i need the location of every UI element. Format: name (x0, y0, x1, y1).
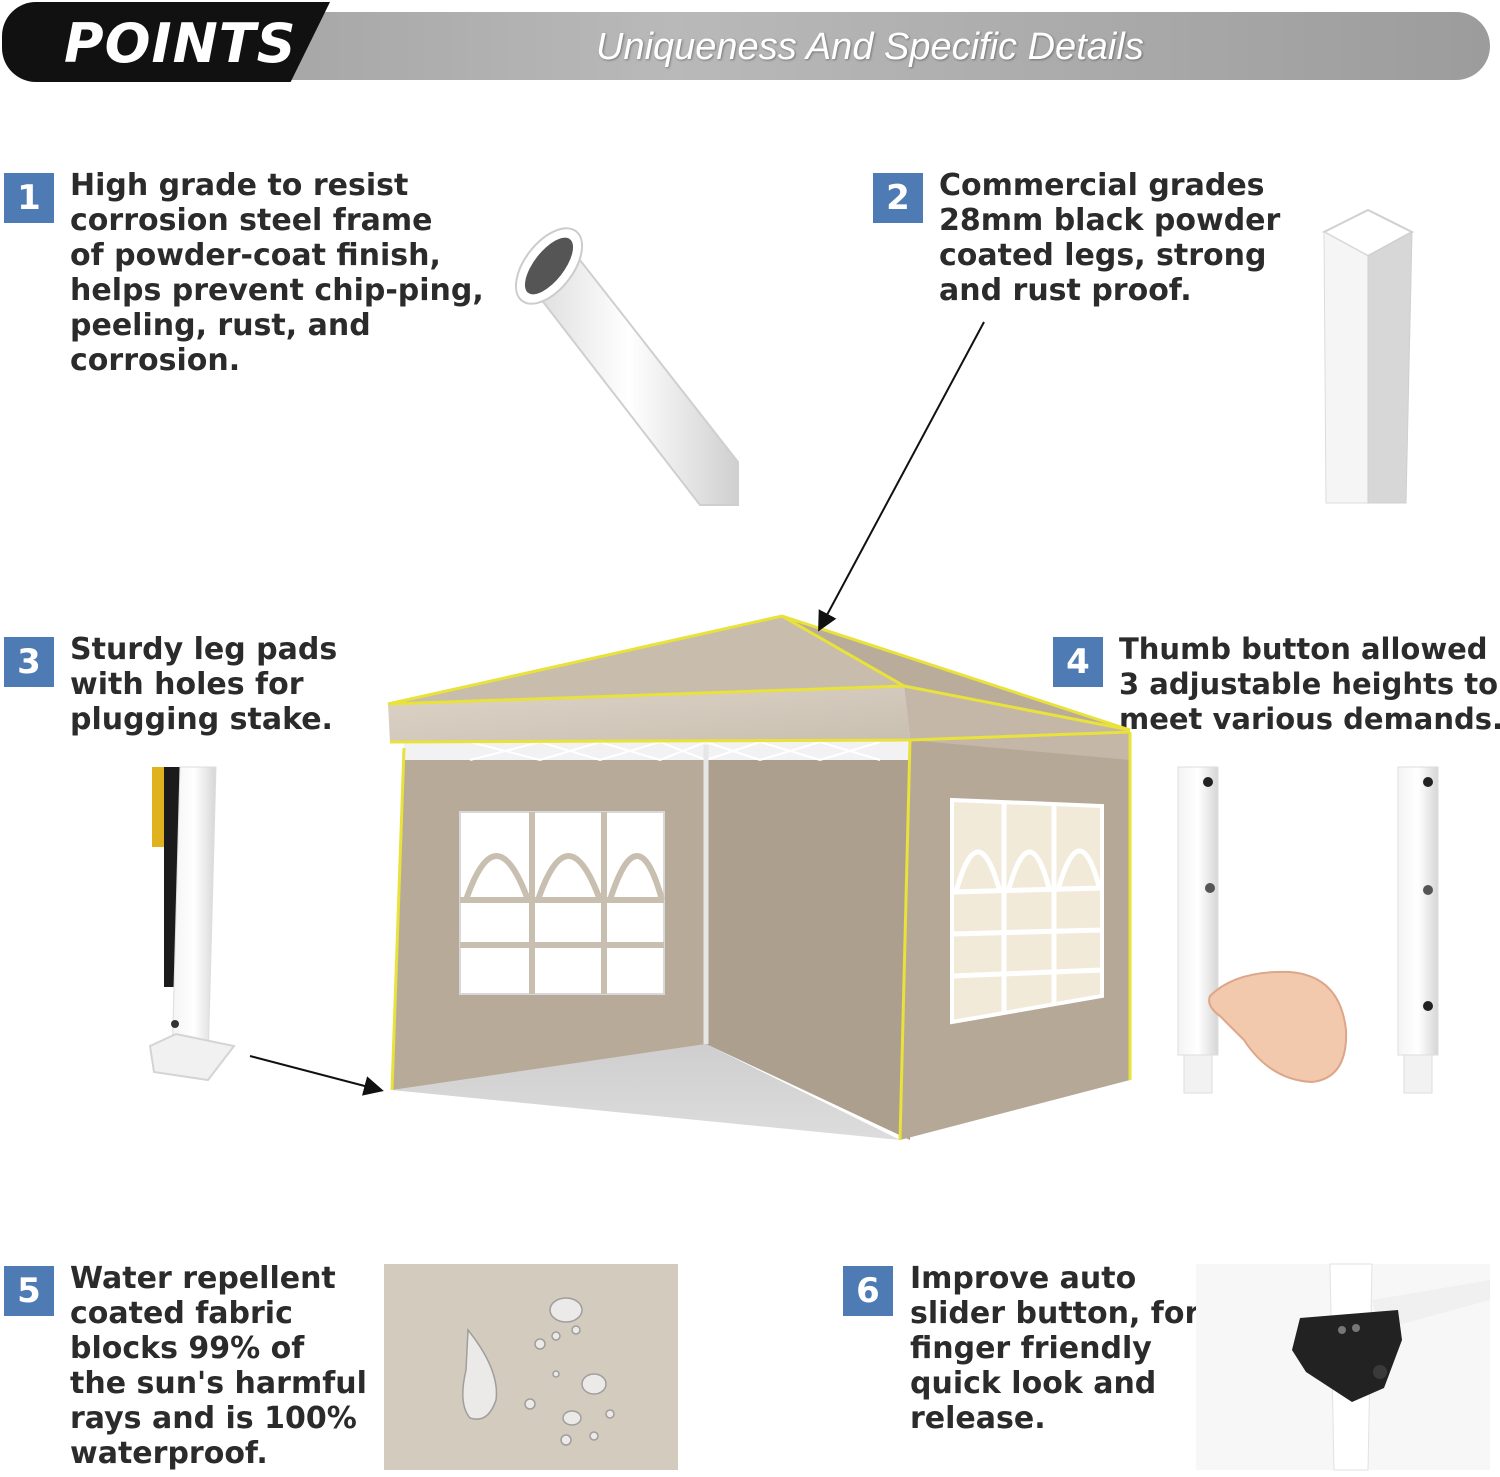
pointer-arrows (249, 321, 985, 1096)
slider-button-image (1196, 1263, 1490, 1471)
feature-3-badge: 3 (4, 637, 54, 687)
feature-4-badge: 4 (1053, 637, 1103, 687)
leg-pad-image (148, 766, 236, 1082)
feature-2-badge: 2 (873, 173, 923, 223)
adjustable-legs-image (1177, 766, 1439, 1094)
feature-1-badge: 1 (4, 173, 54, 223)
tent-image (387, 614, 1132, 1141)
header-tab-label: POINTS (64, 12, 297, 75)
feature-5-badge: 5 (4, 1266, 54, 1316)
fabric-swatch-image (384, 1264, 678, 1470)
header-subtitle: Uniqueness And Specific Details (596, 26, 1144, 68)
feature-6-badge: 6 (843, 1266, 893, 1316)
header-tab (2, 2, 330, 82)
square-leg-image (1321, 208, 1415, 504)
steel-pipe-image (514, 227, 739, 506)
